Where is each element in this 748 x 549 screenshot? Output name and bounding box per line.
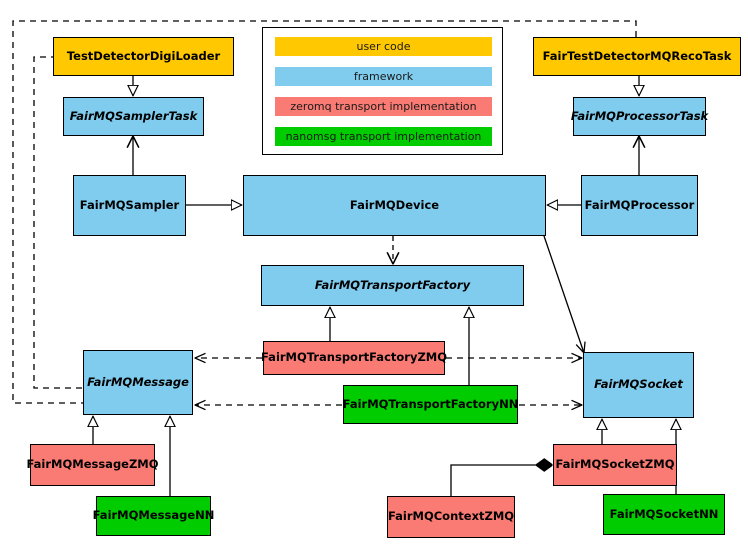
legend-item-zeromq: zeromq transport implementation bbox=[275, 97, 492, 116]
node-label: FairMQSocketNN bbox=[609, 506, 719, 521]
edge-device-socket bbox=[543, 235, 584, 353]
legend: user code framework zeromq transport imp… bbox=[262, 27, 503, 155]
node-fairmqmessagenn[interactable]: FairMQMessageNN bbox=[93, 496, 214, 536]
node-fairmqcontextzmq[interactable]: FairMQContextZMQ bbox=[387, 496, 515, 538]
node-fairmqsampler[interactable]: FairMQSampler bbox=[73, 175, 186, 236]
edge-contextzmq-socketzmq bbox=[450, 465, 552, 496]
node-label: FairMQTransportFactory bbox=[314, 277, 471, 292]
legend-item-user-code: user code bbox=[275, 37, 492, 56]
legend-label: zeromq transport implementation bbox=[290, 100, 477, 113]
node-testdetectordigiloader[interactable]: TestDetectorDigiLoader bbox=[53, 37, 234, 76]
node-fairmqtransportfactoryzmq[interactable]: FairMQTransportFactoryZMQ bbox=[261, 341, 448, 375]
node-fairmqmessagezmq[interactable]: FairMQMessageZMQ bbox=[26, 444, 159, 486]
legend-label: nanomsg transport implementation bbox=[285, 130, 482, 143]
legend-item-framework: framework bbox=[275, 67, 492, 86]
node-fairtestdetectormqrecotask[interactable]: FairTestDetectorMQRecoTask bbox=[533, 37, 741, 76]
node-label: FairMQMessageNN bbox=[92, 508, 215, 523]
node-label: FairMQTransportFactoryNN bbox=[342, 396, 519, 411]
node-fairmqmessage[interactable]: FairMQMessage bbox=[83, 350, 193, 415]
legend-label: user code bbox=[356, 40, 411, 53]
node-label: FairMQTransportFactoryZMQ bbox=[261, 350, 448, 365]
node-label: FairMQContextZMQ bbox=[387, 509, 515, 524]
node-label: TestDetectorDigiLoader bbox=[66, 48, 221, 63]
node-fairmqdevice[interactable]: FairMQDevice bbox=[243, 175, 546, 236]
node-label: FairMQMessage bbox=[87, 374, 189, 389]
legend-label: framework bbox=[353, 70, 414, 83]
node-label: FairMQSocket bbox=[594, 377, 683, 392]
node-fairmqsocket[interactable]: FairMQSocket bbox=[583, 352, 694, 418]
node-fairmqsocketzmq[interactable]: FairMQSocketZMQ bbox=[553, 444, 677, 486]
node-fairmqprocessor[interactable]: FairMQProcessor bbox=[581, 175, 698, 236]
legend-item-nanomsg: nanomsg transport implementation bbox=[275, 127, 492, 146]
node-fairmqtransportfactory[interactable]: FairMQTransportFactory bbox=[261, 265, 524, 306]
node-label: FairMQMessageZMQ bbox=[26, 457, 159, 472]
node-label: FairMQProcessorTask bbox=[570, 108, 709, 123]
node-label: FairMQSocketZMQ bbox=[555, 457, 675, 472]
node-fairmqprocessortask[interactable]: FairMQProcessorTask bbox=[570, 97, 709, 136]
node-label: FairMQDevice bbox=[349, 197, 440, 212]
node-label: FairMQProcessor bbox=[584, 197, 695, 212]
node-fairmqsocketnn[interactable]: FairMQSocketNN bbox=[603, 494, 725, 535]
node-fairmqsamplertask[interactable]: FairMQSamplerTask bbox=[63, 97, 204, 136]
node-label: FairMQSamplerTask bbox=[69, 108, 198, 123]
node-label: FairTestDetectorMQRecoTask bbox=[542, 48, 732, 63]
node-label: FairMQSampler bbox=[79, 197, 180, 212]
node-fairmqtransportfactorynn[interactable]: FairMQTransportFactoryNN bbox=[343, 385, 518, 424]
